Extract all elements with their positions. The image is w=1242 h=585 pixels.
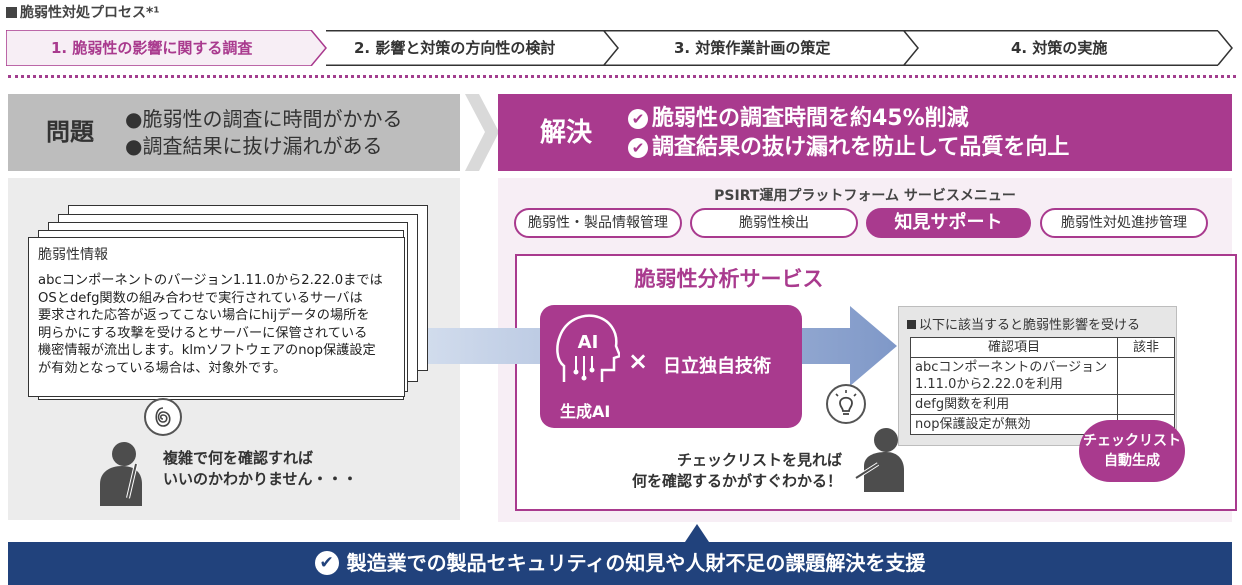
table-cell (1117, 394, 1175, 415)
menu-item-knowledge-support[interactable]: 知見サポート (866, 208, 1031, 238)
generative-ai-label: 生成AI (560, 402, 611, 421)
person-confused-icon (100, 442, 142, 506)
chevron-right-icon (465, 94, 499, 171)
problem-caption: 複雑で何を確認すれば いいのかわかりません・・・ (163, 449, 358, 488)
check-icon: ✔ (314, 551, 339, 575)
step-1-shape (6, 30, 327, 66)
step-1-label: 1. 脆弱性の影響に関する調査 (51, 39, 253, 57)
steps-chevron-shapes (6, 30, 1233, 66)
check-icon: ✔ (628, 138, 648, 158)
checklist-heading: 以下に該当すると脆弱性影響を受ける (907, 314, 1140, 333)
step-3-divider (903, 30, 919, 66)
menu-item-vuln-progress-mgmt[interactable]: 脆弱性対処進捗管理 (1040, 208, 1208, 238)
auto-generate-badge: チェックリスト 自動生成 (1079, 420, 1185, 482)
process-title: 脆弱性対処プロセス*¹ (6, 2, 159, 22)
lightbulb-icon (826, 384, 866, 424)
problem-item: ●脆弱性の調査に時間がかかる (125, 107, 403, 131)
svg-text:AI: AI (578, 332, 599, 353)
confused-scribble-icon (144, 398, 182, 436)
table-cell: defg関数を利用 (910, 394, 1118, 415)
triangle-up-icon (685, 524, 709, 542)
vulnerability-info-card: 脆弱性情報 abcコンポーネントのバージョン1.11.0から2.22.0までは … (28, 237, 405, 397)
solution-list: ✔脆弱性の調査時間を約45%削減 ✔調査結果の抜け漏れを防止して品質を向上 (628, 104, 1069, 162)
process-steps: 1. 脆弱性の影響に関する調査 2. 影響と対策の方向性の検討 3. 対策作業計… (6, 30, 1236, 66)
solution-caption: チェックリストを見れば 何を確認するかがすぐわかる！ (631, 451, 842, 490)
step-2-divider (603, 30, 619, 66)
person-thinking-icon (854, 428, 904, 492)
solution-item: ✔調査結果の抜け漏れを防止して品質を向上 (628, 133, 1069, 162)
problem-tag: 問題 (46, 118, 94, 146)
table-header-row: 確認項目 該非 (910, 337, 1175, 358)
bottom-banner-text: ✔製造業での製品セキュリティの知見や人財不足の課題解決を支援 (8, 542, 1232, 585)
table-row: defg関数を利用 (910, 394, 1175, 415)
menu-item-vuln-product-mgmt[interactable]: 脆弱性・製品情報管理 (514, 208, 682, 238)
menu-item-vuln-detection[interactable]: 脆弱性検出 (690, 208, 858, 238)
step-4-divider (1217, 30, 1233, 66)
table-cell: nop保護設定が無効 (910, 414, 1118, 435)
check-icon: ✔ (628, 109, 648, 129)
analysis-service-title: 脆弱性分析サービス (634, 267, 824, 291)
problem-item: ●調査結果に抜け漏れがある (125, 134, 383, 158)
table-row: abcコンポーネントのバージョン 1.11.0から2.22.0を利用 (910, 357, 1175, 395)
vuln-card-body: abcコンポーネントのバージョン1.11.0から2.22.0までは OSとdef… (38, 273, 383, 376)
ai-brain-icon: AI (556, 314, 620, 382)
problem-header (8, 94, 460, 171)
table-cell (1117, 357, 1175, 395)
cross-icon: × (628, 347, 649, 375)
solution-tag: 解決 (540, 118, 593, 148)
solution-item: ✔脆弱性の調査時間を約45%削減 (628, 104, 1069, 133)
dotted-divider (8, 75, 1236, 78)
solution-header (498, 94, 1232, 171)
platform-title: PSIRT運用プラットフォーム サービスメニュー (714, 188, 1016, 204)
hitachi-tech-label: 日立独自技術 (663, 356, 771, 377)
table-cell: abcコンポーネントのバージョン 1.11.0から2.22.0を利用 (910, 357, 1118, 395)
vuln-card-title: 脆弱性情報 (38, 247, 108, 263)
square-bullet-icon (907, 320, 916, 329)
bottom-banner (8, 542, 1232, 585)
step-3-label: 3. 対策作業計画の策定 (674, 39, 831, 57)
step-4-label: 4. 対策の実施 (1011, 39, 1108, 57)
step-2-label: 2. 影響と対策の方向性の検討 (354, 39, 556, 57)
square-bullet-icon (6, 7, 17, 18)
problem-list: ●脆弱性の調査に時間がかかる ●調査結果に抜け漏れがある (125, 106, 402, 160)
column-header: 確認項目 (910, 337, 1118, 358)
column-header: 該非 (1117, 337, 1175, 358)
